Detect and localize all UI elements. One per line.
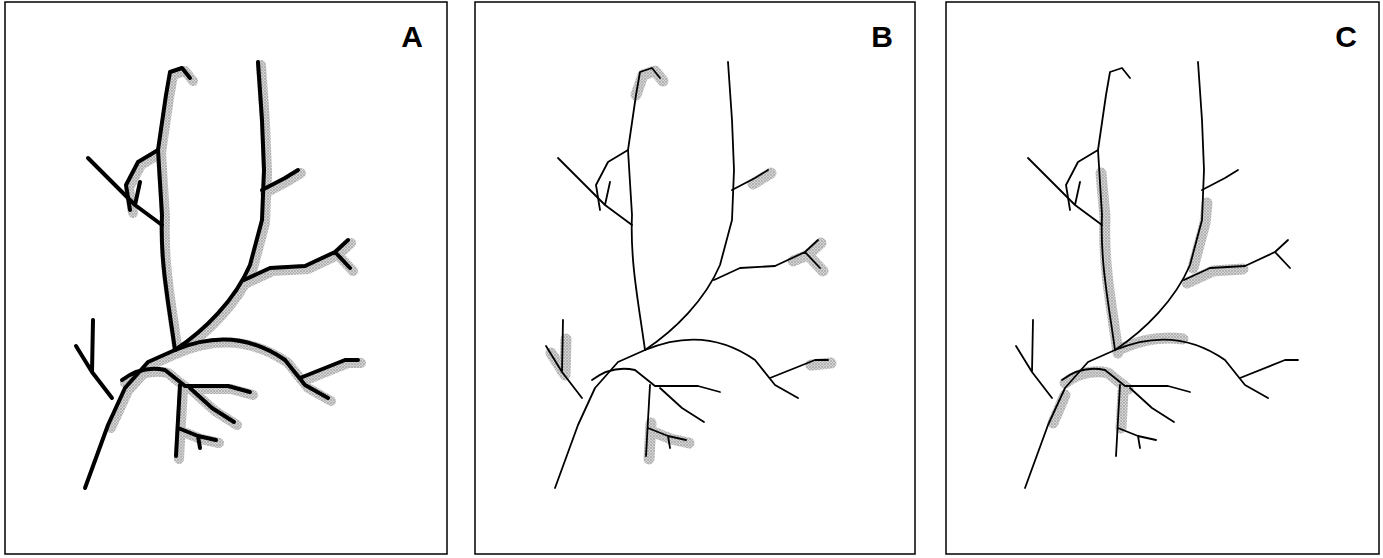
stippled-shading — [111, 65, 361, 459]
dendrite-tree — [1016, 62, 1298, 488]
dendrite-tree — [76, 62, 358, 488]
panel-letter: C — [1335, 22, 1357, 52]
dendrite-tree — [546, 62, 828, 488]
panel-frame — [946, 2, 1379, 554]
panel-letter: B — [871, 22, 893, 52]
panel-letter: A — [401, 22, 423, 52]
panel-frame — [475, 2, 915, 554]
panel-frame — [5, 2, 447, 554]
stippled-shading — [1053, 173, 1243, 428]
stippled-shading — [551, 71, 831, 459]
